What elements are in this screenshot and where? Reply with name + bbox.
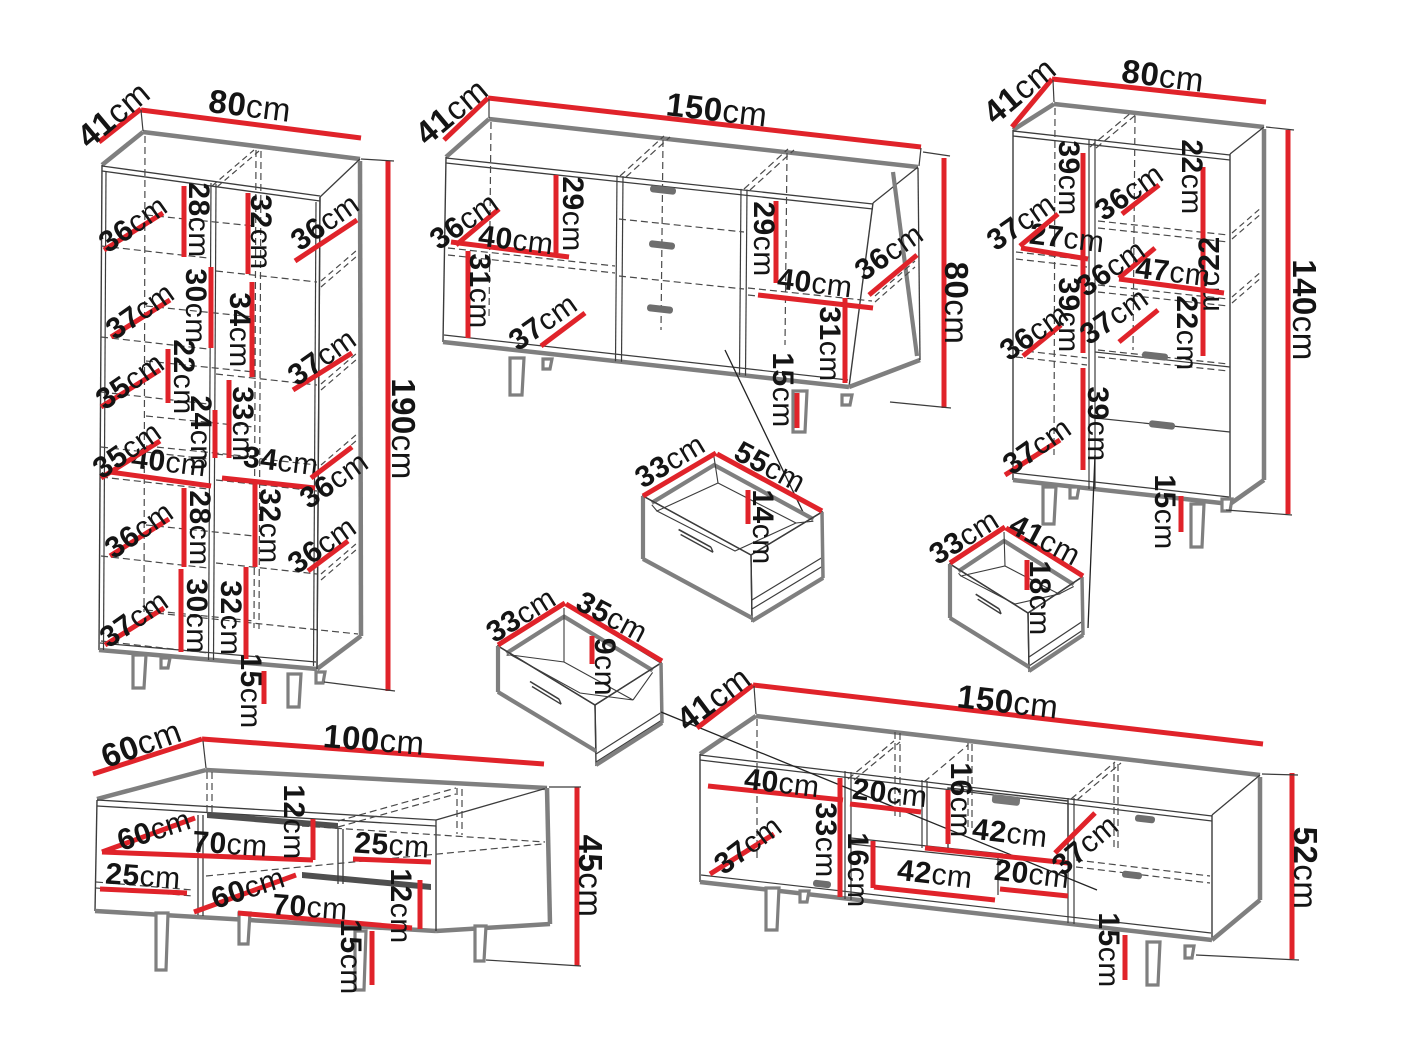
svg-text:31cm: 31cm (814, 306, 847, 381)
svg-text:15cm: 15cm (1149, 474, 1182, 549)
svg-text:80cm: 80cm (1120, 52, 1207, 99)
svg-text:12cm: 12cm (278, 784, 311, 859)
svg-text:9cm: 9cm (589, 638, 622, 696)
svg-text:70cm: 70cm (191, 825, 268, 863)
svg-text:14cm: 14cm (747, 489, 780, 564)
svg-text:22cm: 22cm (1171, 295, 1204, 370)
svg-text:27cm: 27cm (1028, 217, 1107, 259)
svg-text:15cm: 15cm (235, 653, 268, 728)
svg-text:42cm: 42cm (896, 853, 975, 894)
svg-text:39cm: 39cm (1082, 386, 1115, 461)
svg-text:80cm: 80cm (207, 82, 294, 129)
svg-text:25cm: 25cm (104, 857, 181, 895)
svg-text:140cm: 140cm (1287, 259, 1324, 361)
svg-text:32cm: 32cm (254, 488, 287, 563)
svg-text:30cm: 30cm (180, 268, 213, 343)
svg-text:16cm: 16cm (945, 762, 978, 837)
svg-text:15cm: 15cm (767, 352, 800, 427)
svg-text:30cm: 30cm (181, 578, 214, 653)
svg-text:25cm: 25cm (353, 826, 430, 864)
svg-text:12cm: 12cm (385, 868, 418, 943)
svg-text:42cm: 42cm (971, 812, 1050, 853)
svg-text:24cm: 24cm (185, 395, 218, 470)
svg-text:16cm: 16cm (842, 832, 875, 907)
svg-text:22cm: 22cm (1176, 139, 1209, 214)
svg-text:28cm: 28cm (183, 182, 216, 257)
svg-text:47cm: 47cm (1134, 251, 1213, 293)
svg-text:52cm: 52cm (1288, 827, 1325, 910)
svg-text:31cm: 31cm (464, 253, 497, 328)
svg-text:33cm: 33cm (810, 802, 843, 877)
svg-text:15cm: 15cm (335, 919, 368, 994)
svg-text:40cm: 40cm (743, 762, 822, 803)
svg-text:29cm: 29cm (557, 176, 590, 251)
svg-text:32cm: 32cm (215, 580, 248, 655)
svg-text:39cm: 39cm (1053, 140, 1086, 215)
svg-text:32cm: 32cm (245, 194, 278, 269)
svg-text:29cm: 29cm (748, 201, 781, 276)
svg-text:60cm: 60cm (207, 861, 289, 916)
svg-text:33cm: 33cm (227, 386, 260, 461)
svg-text:22cm: 22cm (168, 339, 201, 414)
svg-text:39cm: 39cm (1053, 277, 1086, 352)
svg-text:18cm: 18cm (1024, 560, 1057, 635)
svg-text:70cm: 70cm (271, 888, 348, 926)
svg-text:150cm: 150cm (664, 85, 769, 133)
svg-text:28cm: 28cm (184, 490, 217, 565)
svg-text:190cm: 190cm (386, 378, 423, 480)
svg-text:34cm: 34cm (224, 292, 257, 367)
svg-text:80cm: 80cm (939, 262, 976, 345)
svg-text:45cm: 45cm (573, 835, 610, 918)
svg-text:20cm: 20cm (851, 772, 930, 813)
svg-text:40cm: 40cm (776, 262, 855, 304)
svg-text:20cm: 20cm (993, 853, 1072, 894)
svg-text:150cm: 150cm (955, 677, 1060, 725)
svg-text:100cm: 100cm (322, 717, 426, 762)
svg-text:15cm: 15cm (1093, 912, 1126, 987)
